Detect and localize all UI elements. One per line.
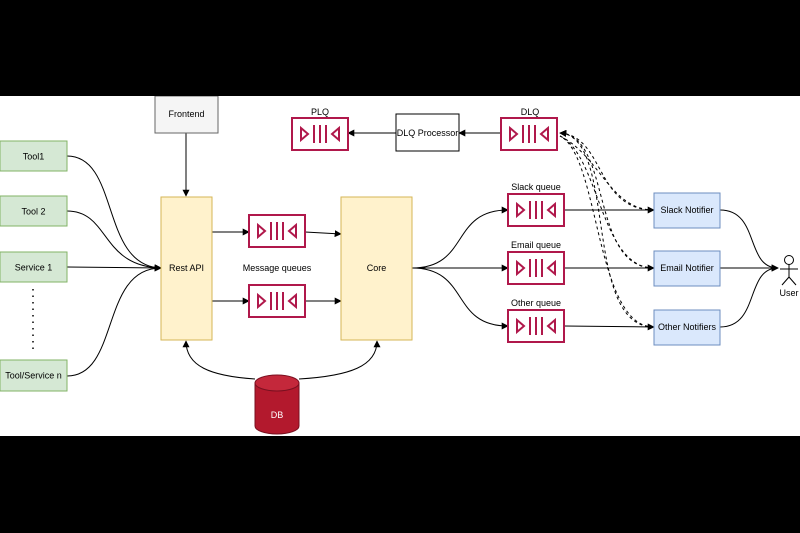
user-label: User bbox=[779, 288, 798, 298]
email-queue bbox=[507, 251, 565, 285]
edge-queue1-core bbox=[304, 230, 342, 238]
email-notifier-label: Email Notifier bbox=[660, 263, 714, 273]
email-notifier-box bbox=[653, 250, 721, 287]
edge-db-api bbox=[182, 340, 256, 380]
dlq-processor-label: DLQ Processor bbox=[397, 128, 459, 138]
tool1-label: Tool1 bbox=[23, 152, 45, 162]
message-queues-label: Message queues bbox=[243, 263, 312, 273]
plq-queue bbox=[291, 117, 349, 151]
architecture-diagram: Tool1 Tool 2 Service 1 Tool/Service n Fr… bbox=[0, 96, 799, 435]
edges bbox=[66, 129, 779, 380]
slack-queue-label: Slack queue bbox=[511, 182, 561, 192]
edge-tool2-api bbox=[66, 210, 162, 272]
user-icon bbox=[780, 255, 798, 286]
dashed-edges bbox=[559, 129, 655, 328]
edge-tooln-api bbox=[66, 264, 162, 377]
core-label: Core bbox=[367, 263, 387, 273]
tooln-box bbox=[0, 359, 68, 392]
edge-othernotifier-user bbox=[719, 264, 779, 328]
edge-core-otherqueue bbox=[411, 267, 509, 330]
edge-othernotifier-dlq bbox=[559, 129, 655, 328]
edge-otherqueue-notifier bbox=[563, 323, 655, 331]
service1-box bbox=[0, 251, 68, 283]
slack-notifier-box bbox=[653, 192, 721, 229]
edge-slacknotifier-dlq bbox=[559, 129, 655, 211]
dlq-processor-box bbox=[395, 113, 460, 152]
edge-slacknotifier-dlq-2 bbox=[559, 135, 655, 211]
edge-db-core bbox=[298, 340, 381, 380]
other-notifiers-label: Other Notifiers bbox=[658, 322, 717, 332]
frontend-label: Frontend bbox=[168, 109, 204, 119]
dlq-queue bbox=[500, 117, 558, 151]
frontend-box bbox=[154, 96, 219, 134]
message-queue-1 bbox=[248, 214, 306, 248]
tool2-box bbox=[0, 195, 68, 227]
edge-tool1-api bbox=[66, 155, 162, 272]
tool1-box bbox=[0, 140, 68, 172]
email-queue-label: Email queue bbox=[511, 240, 561, 250]
rest-api-box bbox=[160, 196, 213, 341]
plq-label: PLQ bbox=[311, 107, 329, 117]
db-cylinder bbox=[254, 374, 300, 435]
other-notifiers-box bbox=[653, 309, 721, 346]
slack-queue bbox=[507, 193, 565, 227]
dlq-label: DLQ bbox=[521, 107, 540, 117]
edge-slacknotifier-user bbox=[719, 209, 779, 272]
diagram-canvas: Tool1 Tool 2 Service 1 Tool/Service n Fr… bbox=[0, 96, 800, 436]
edge-emailnotifier-dlq-2 bbox=[559, 135, 655, 269]
service1-label: Service 1 bbox=[15, 263, 53, 273]
other-queue-label: Other queue bbox=[511, 298, 561, 308]
rest-api-label: Rest API bbox=[169, 263, 204, 273]
slack-notifier-label: Slack Notifier bbox=[660, 205, 713, 215]
tool-nodes: Tool1 Tool 2 Service 1 Tool/Service n bbox=[0, 140, 68, 392]
tool2-label: Tool 2 bbox=[21, 207, 45, 217]
tooln-label: Tool/Service n bbox=[5, 371, 62, 381]
edge-othernotifier-dlq-2 bbox=[559, 135, 655, 328]
edge-core-slackqueue bbox=[411, 206, 509, 269]
db-label: DB bbox=[271, 410, 284, 420]
other-queue bbox=[507, 309, 565, 343]
edge-service1-api bbox=[66, 264, 162, 272]
edge-emailnotifier-dlq bbox=[559, 129, 655, 269]
core-box bbox=[340, 196, 413, 341]
message-queue-2 bbox=[248, 284, 306, 318]
